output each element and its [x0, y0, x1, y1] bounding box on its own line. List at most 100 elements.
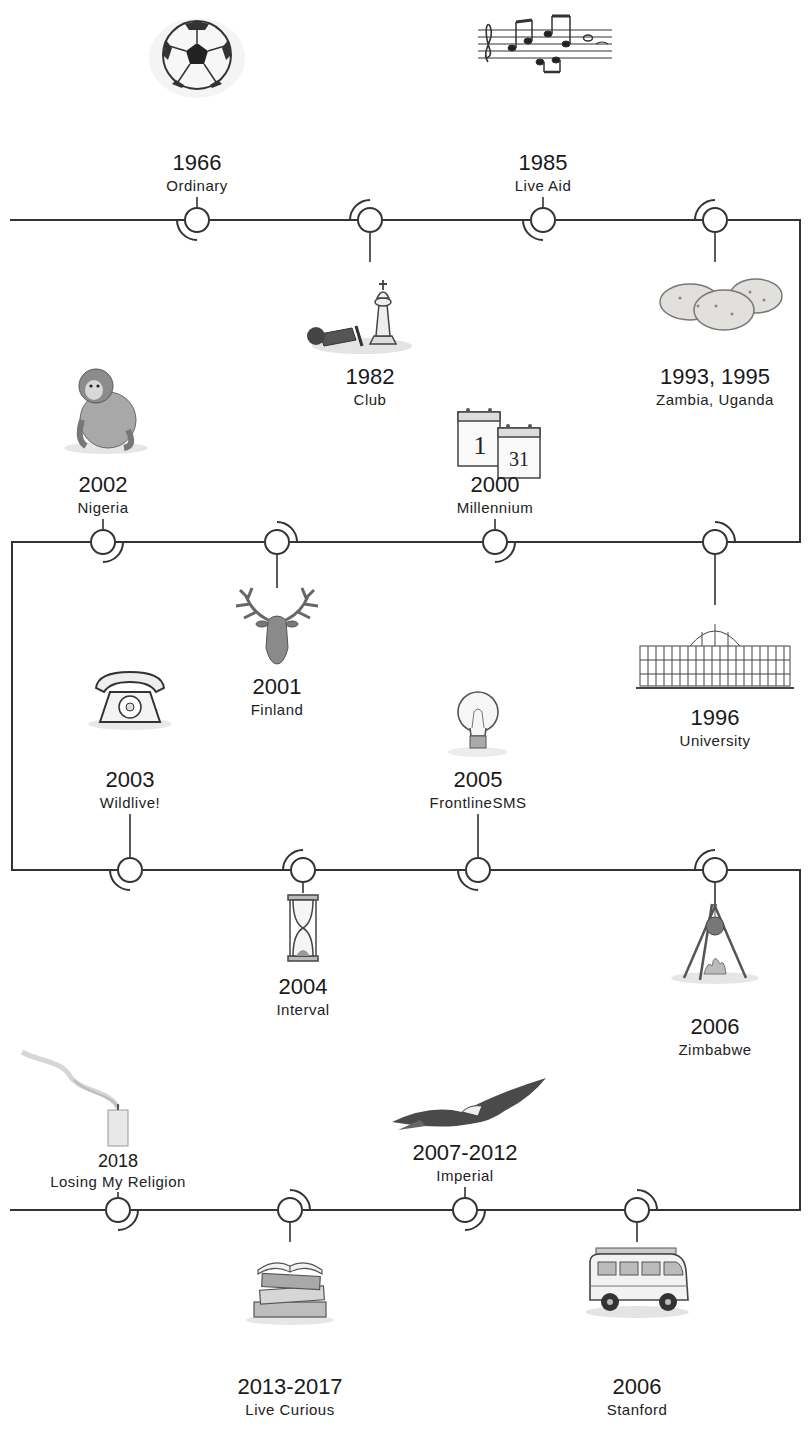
event-title: Ordinary	[166, 176, 228, 195]
event-label: 2000Millennium	[457, 472, 534, 517]
timeline-event: 2018Losing My Religion	[105, 1197, 131, 1223]
event-year: 1993, 1995	[656, 364, 774, 390]
event-year: 2005	[430, 767, 527, 793]
timeline-line	[650, 870, 800, 1210]
chess-icon	[307, 280, 412, 354]
football-icon	[149, 18, 245, 98]
event-title: Nigeria	[77, 498, 128, 517]
event-label: 2007-2012Imperial	[412, 1140, 517, 1185]
light-bulb-icon	[448, 692, 508, 757]
timeline-line	[210, 219, 357, 221]
event-title: Millennium	[457, 498, 534, 517]
event-title: Interval	[276, 1000, 329, 1019]
event-year: 1966	[166, 150, 228, 176]
timeline-line	[303, 1209, 452, 1211]
eagle-icon	[392, 1078, 546, 1130]
event-title: FrontlineSMS	[430, 793, 527, 812]
timeline-event: 2005FrontlineSMS	[465, 857, 491, 883]
event-label: 2002Nigeria	[77, 472, 128, 517]
event-title: Club	[346, 390, 395, 409]
building-icon	[636, 624, 794, 688]
campfire-icon	[671, 904, 759, 984]
event-year: 2003	[100, 767, 160, 793]
timeline-line	[508, 541, 702, 543]
candle-icon	[22, 1052, 128, 1146]
monkey-icon	[64, 369, 148, 454]
timeline-line	[556, 219, 702, 221]
event-label: 2018Losing My Religion	[50, 1150, 186, 1191]
event-year: 2013-2017	[237, 1374, 342, 1400]
event-year: 1982	[346, 364, 395, 390]
potatoes-icon	[660, 279, 782, 330]
timeline-ends	[10, 220, 184, 1210]
event-label: 2001Finland	[251, 674, 304, 719]
timeline-line	[131, 1209, 277, 1211]
calendar-icon	[458, 408, 540, 478]
timeline-line	[491, 869, 702, 871]
timeline-event: 2006Stanford	[624, 1197, 650, 1223]
event-label: 2003Wildlive!	[100, 767, 160, 812]
event-label: 1966Ordinary	[166, 150, 228, 195]
timeline-event: 1966Ordinary	[184, 207, 210, 233]
moose-icon	[236, 588, 318, 664]
bracket-arcs	[103, 200, 735, 1230]
books-icon	[246, 1263, 334, 1325]
leader-stems	[103, 197, 715, 1242]
hourglass-icon	[288, 895, 318, 961]
timeline-event: 2001Finland	[264, 529, 290, 555]
event-label: 1985Live Aid	[515, 150, 572, 195]
timeline-line	[478, 1209, 624, 1211]
event-title: Live Aid	[515, 176, 572, 195]
timeline-event: 1993, 1995Zambia, Uganda	[702, 207, 728, 233]
event-title: Live Curious	[237, 1400, 342, 1419]
camper-van-icon	[585, 1248, 689, 1318]
timeline-event: 2003Wildlive!	[117, 857, 143, 883]
event-year: 1985	[515, 150, 572, 176]
timeline-line	[316, 869, 465, 871]
event-title: Finland	[251, 700, 304, 719]
telephone-icon	[88, 672, 172, 730]
event-title: Losing My Religion	[50, 1172, 186, 1191]
timeline-line	[12, 542, 117, 870]
timeline-event: 2013-2017Live Curious	[277, 1197, 303, 1223]
event-label: 2006Zimbabwe	[678, 1014, 751, 1059]
event-year: 1996	[680, 705, 751, 731]
event-year: 2000	[457, 472, 534, 498]
calendar-number: 31	[509, 449, 529, 469]
timeline-event: 1982Club	[357, 207, 383, 233]
timeline-event: 2007-2012Imperial	[452, 1197, 478, 1223]
timeline-event: 2002Nigeria	[90, 529, 116, 555]
event-title: University	[680, 731, 751, 750]
event-year: 2006	[607, 1374, 668, 1400]
event-year: 2004	[276, 974, 329, 1000]
event-title: Stanford	[607, 1400, 668, 1419]
timeline-event: 1996University	[702, 529, 728, 555]
music-notes-icon	[478, 16, 612, 72]
event-year: 2006	[678, 1014, 751, 1040]
event-label: 1982Club	[346, 364, 395, 409]
event-label: 2006Stanford	[607, 1374, 668, 1419]
event-title: Wildlive!	[100, 793, 160, 812]
timeline-event: 2000Millennium	[482, 529, 508, 555]
timeline-line	[143, 869, 290, 871]
event-label: 2013-2017Live Curious	[237, 1374, 342, 1419]
timeline-event: 1985Live Aid	[530, 207, 556, 233]
timeline-event: 2006Zimbabwe	[702, 857, 728, 883]
event-year: 2001	[251, 674, 304, 700]
event-label: 2005FrontlineSMS	[430, 767, 527, 812]
event-title: Zambia, Uganda	[656, 390, 774, 409]
event-label: 1993, 1995Zambia, Uganda	[656, 364, 774, 409]
event-year: 2002	[77, 472, 128, 498]
event-year: 2007-2012	[412, 1140, 517, 1166]
timeline-line	[383, 219, 530, 221]
event-year: 2018	[50, 1150, 186, 1172]
event-label: 2004Interval	[276, 974, 329, 1019]
event-title: Zimbabwe	[678, 1040, 751, 1059]
timeline-line	[116, 541, 264, 543]
calendar-number: 1	[474, 433, 487, 459]
event-label: 1996University	[680, 705, 751, 750]
timeline-line	[290, 541, 482, 543]
timeline-event: 2004Interval	[290, 857, 316, 883]
event-title: Imperial	[412, 1166, 517, 1185]
